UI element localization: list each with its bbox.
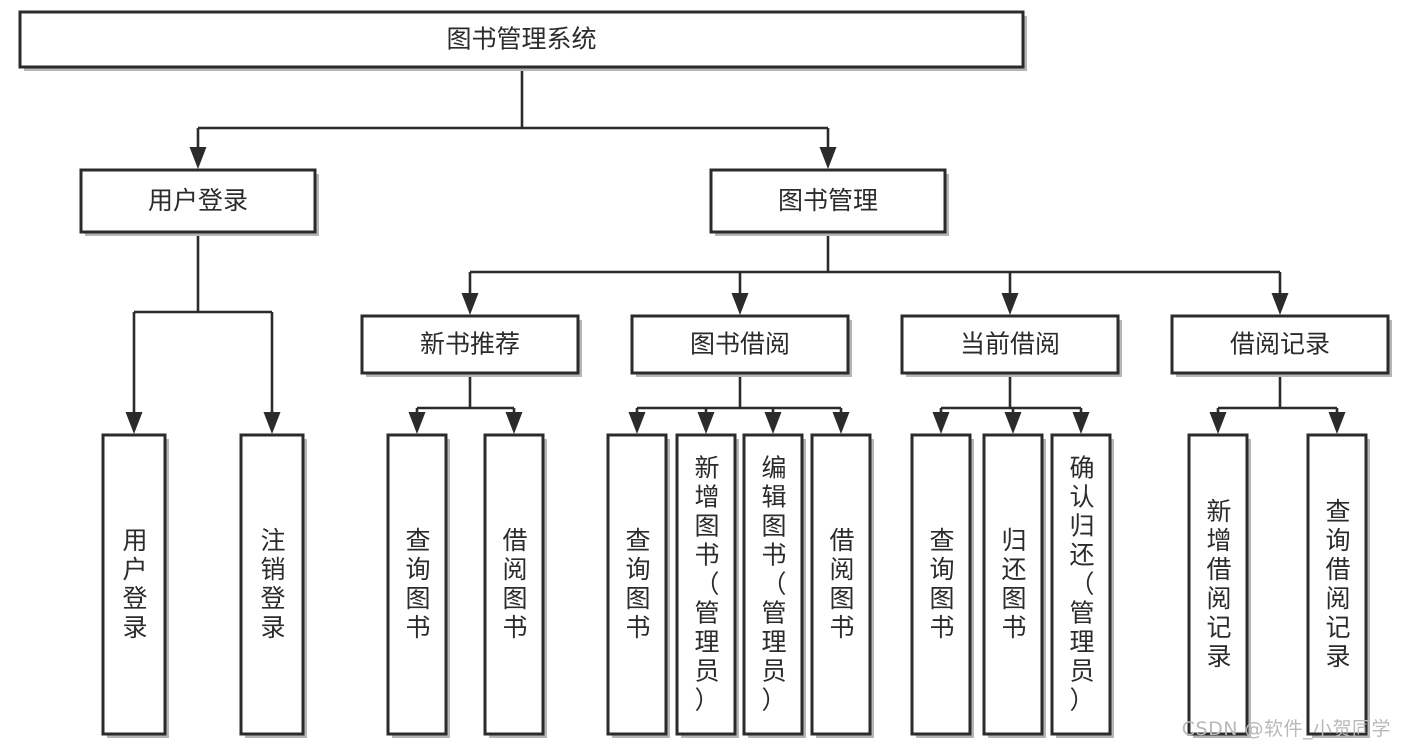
node-box[interactable] [606,433,668,736]
node-n-current[interactable]: 当前借阅 [900,314,1122,377]
arrow-head-icon [125,412,143,434]
node-l-rec-2[interactable]: 查询借阅记录 [1306,433,1370,738]
node-label: 借阅记录 [1230,330,1330,359]
node-n-borrow[interactable]: 图书借阅 [630,314,852,377]
node-box[interactable] [910,433,972,736]
node-layer: 图书管理系统用户登录图书管理新书推荐图书借阅当前借阅借阅记录用户登录注销登录查询… [18,10,1392,738]
node-label: 新书推荐 [420,330,520,359]
node-box[interactable] [360,314,580,375]
node-l-rec-1[interactable]: 新增借阅记录 [1187,433,1251,738]
node-label: 注销登录 [260,526,285,642]
arrow-head-icon [628,412,646,434]
node-label: 用户登录 [122,526,147,642]
arrow-head-icon [408,412,426,434]
connector-layer [125,67,1346,434]
node-label: 查询图书 [929,526,954,642]
node-root[interactable]: 图书管理系统 [18,10,1027,71]
node-l-new-2[interactable]: 借阅图书 [483,433,547,738]
node-label: 查询图书 [625,526,650,642]
node-box[interactable] [675,433,737,736]
arrow-head-icon [1209,412,1227,434]
node-box[interactable] [982,433,1044,736]
node-label: 编辑图书（管理员） [761,454,786,715]
node-box[interactable] [709,168,947,234]
node-l-bor-1[interactable]: 查询图书 [606,433,670,738]
arrow-head-icon [189,147,207,169]
node-label: 图书借阅 [690,330,790,359]
arrow-head-icon [1004,412,1022,434]
node-box[interactable] [79,168,317,234]
node-l-login-2[interactable]: 注销登录 [239,433,307,738]
node-label: 新增图书（管理员） [694,454,719,715]
node-n-login[interactable]: 用户登录 [79,168,319,236]
arrow-head-icon [731,293,749,315]
arrow-head-icon [1072,412,1090,434]
node-box[interactable] [483,433,545,736]
node-box[interactable] [1050,433,1112,736]
node-label: 查询借阅记录 [1325,497,1350,671]
node-box[interactable] [1170,314,1390,375]
arrow-head-icon [461,293,479,315]
node-label: 图书管理 [778,186,878,215]
node-box[interactable] [1187,433,1249,736]
arrow-head-icon [1271,293,1289,315]
node-box[interactable] [1306,433,1368,736]
arrow-head-icon [764,412,782,434]
node-l-cur-3[interactable]: 确认归还（管理员） [1050,433,1114,738]
node-box[interactable] [742,433,804,736]
arrow-head-icon [932,412,950,434]
arrow-head-icon [819,147,837,169]
node-l-new-1[interactable]: 查询图书 [386,433,450,738]
node-label: 借阅图书 [502,526,527,642]
node-label: 归还图书 [1001,526,1026,642]
node-box[interactable] [386,433,448,736]
arrow-head-icon [1328,412,1346,434]
node-n-record[interactable]: 借阅记录 [1170,314,1392,377]
node-n-newbook[interactable]: 新书推荐 [360,314,582,377]
node-l-login-1[interactable]: 用户登录 [101,433,169,738]
node-label: 确认归还（管理员） [1069,454,1094,715]
node-box[interactable] [101,433,167,736]
node-label: 图书管理系统 [446,25,596,54]
node-label: 当前借阅 [960,330,1060,359]
node-label: 借阅图书 [829,526,854,642]
node-box[interactable] [239,433,305,736]
arrow-head-icon [1001,293,1019,315]
arrow-head-icon [263,412,281,434]
node-label: 查询图书 [405,526,430,642]
node-box[interactable] [18,10,1025,69]
arrow-head-icon [832,412,850,434]
node-box[interactable] [630,314,850,375]
node-l-bor-4[interactable]: 借阅图书 [810,433,874,738]
node-l-cur-1[interactable]: 查询图书 [910,433,974,738]
node-label: 新增借阅记录 [1206,497,1231,671]
watermark-text: CSDN @软件_小贺同学 [1181,718,1391,740]
node-n-bookmgmt[interactable]: 图书管理 [709,168,949,236]
node-box[interactable] [900,314,1120,375]
node-label: 用户登录 [148,186,248,215]
node-l-bor-3[interactable]: 编辑图书（管理员） [742,433,806,738]
node-l-cur-2[interactable]: 归还图书 [982,433,1046,738]
node-box[interactable] [810,433,872,736]
arrow-head-icon [505,412,523,434]
arrow-head-icon [697,412,715,434]
node-l-bor-2[interactable]: 新增图书（管理员） [675,433,739,738]
